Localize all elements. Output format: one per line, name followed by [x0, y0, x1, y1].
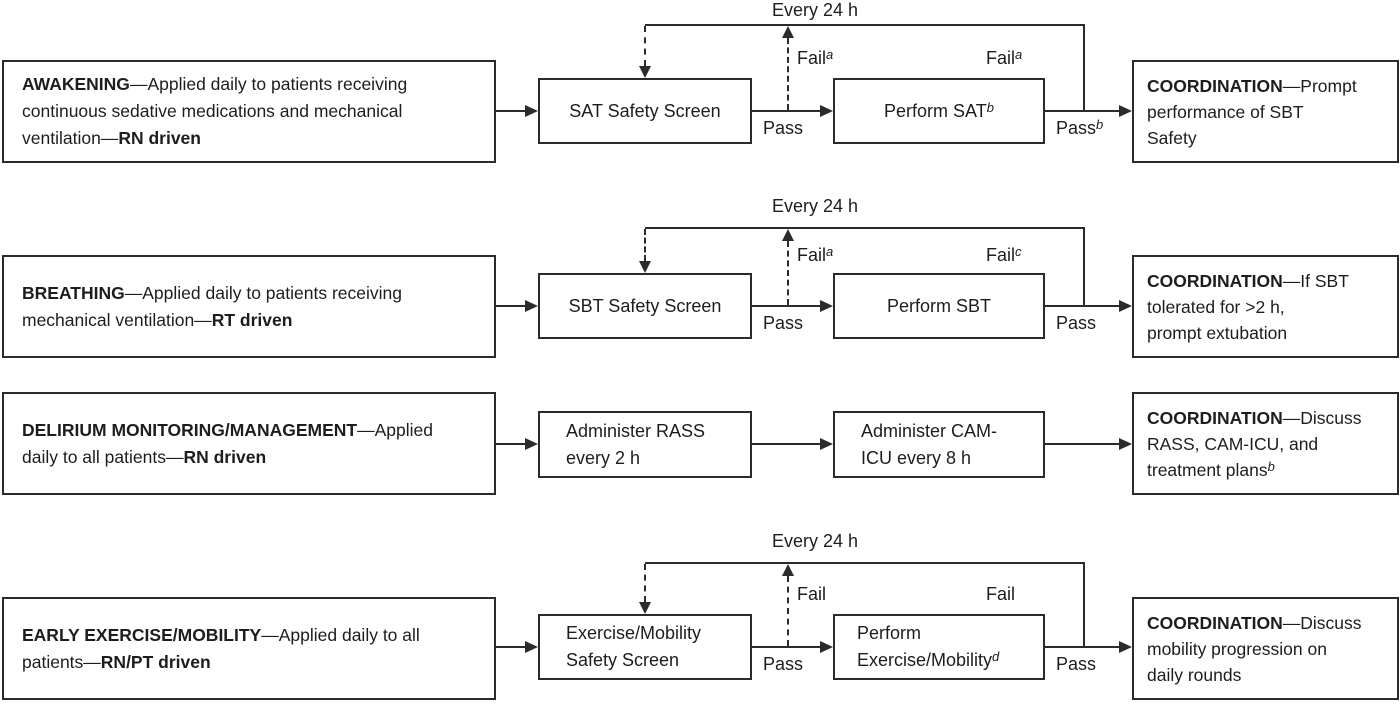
flow-line: [495, 443, 526, 445]
fail-up-dashed-line: [787, 241, 789, 305]
step1-box-sbt-safety-screen: SBT Safety Screen: [538, 273, 752, 339]
pass-label: Pass: [1056, 313, 1097, 333]
coordination-title: COORDINATION: [1147, 270, 1283, 291]
coordination-box: COORDINATION—If SBT tolerated for >2 h, …: [1132, 255, 1399, 358]
category-box-awakening: AWAKENING—Applied daily to patients rece…: [2, 60, 496, 163]
arrowhead-up-icon: [782, 26, 794, 38]
pass-label: Pass: [763, 118, 804, 138]
pass-label: Pass: [763, 313, 804, 333]
category-title: DELIRIUM MONITORING/MANAGEMENT: [22, 419, 358, 440]
fail-label: Faila: [986, 47, 1023, 68]
flow-line: [495, 110, 526, 112]
arrowhead-right-icon: [1119, 300, 1132, 312]
step1-box-sat-safety-screen: SAT Safety Screen: [538, 78, 752, 144]
fail-return-line: [1083, 24, 1085, 112]
pass-line: [1045, 305, 1121, 307]
category-text-line: continuous sedative medications and mech…: [22, 101, 403, 121]
arrowhead-right-icon: [820, 105, 833, 117]
fail-label: Faila: [797, 244, 834, 265]
coordination-box: COORDINATION—Discuss RASS, CAM-ICU, and …: [1132, 392, 1399, 495]
loop-bracket-line: [645, 24, 1085, 26]
arrowhead-right-icon: [820, 300, 833, 312]
fail-label: Fail: [986, 584, 1016, 604]
loop-interval-label: Every 24 h: [771, 196, 859, 216]
pass-line: [752, 110, 822, 112]
loop-bracket-line: [645, 227, 1085, 229]
loop-bracket-line: [645, 562, 1085, 564]
fail-up-dashed-line: [787, 576, 789, 646]
flow-line: [495, 305, 526, 307]
pass-line: [752, 305, 822, 307]
fail-return-line: [1083, 227, 1085, 307]
arrowhead-right-icon: [1119, 105, 1132, 117]
loop-reentry-dashed-line: [644, 564, 646, 602]
arrowhead-up-icon: [782, 564, 794, 576]
category-box-delirium: DELIRIUM MONITORING/MANAGEMENT—Applied d…: [2, 392, 496, 495]
arrowhead-right-icon: [525, 105, 538, 117]
arrowhead-up-icon: [782, 229, 794, 241]
arrowhead-right-icon: [525, 438, 538, 450]
pass-line: [752, 646, 822, 648]
pass-label: Passb: [1056, 117, 1104, 138]
category-text-line: daily to all patients—RN driven: [22, 446, 267, 467]
arrowhead-down-icon: [639, 261, 651, 273]
category-box-early-exercise: EARLY EXERCISE/MOBILITY—Applied daily to…: [2, 597, 496, 700]
category-title: EARLY EXERCISE/MOBILITY: [22, 624, 262, 645]
flow-line: [495, 646, 526, 648]
category-title: AWAKENING: [22, 74, 130, 94]
arrowhead-right-icon: [525, 641, 538, 653]
category-title: BREATHING: [22, 282, 125, 303]
step2-box-perform-sat: Perform SATb: [833, 78, 1045, 144]
step2-box-administer-cam-icu: Administer CAM- ICU every 8 h: [833, 411, 1045, 478]
category-text-line: BREATHING—Applied daily to patients rece…: [22, 282, 402, 303]
coordination-title: COORDINATION: [1147, 612, 1283, 633]
category-text-line: AWAKENING—Applied daily to patients rece…: [22, 74, 408, 94]
pass-line: [1045, 646, 1121, 648]
coordination-title: COORDINATION: [1147, 75, 1283, 96]
fail-return-line: [1083, 562, 1085, 648]
arrowhead-right-icon: [820, 438, 833, 450]
flow-line: [752, 443, 822, 445]
fail-up-dashed-line: [787, 38, 789, 110]
loop-reentry-dashed-line: [644, 26, 646, 66]
arrowhead-down-icon: [639, 66, 651, 78]
step2-box-perform-sbt: Perform SBT: [833, 273, 1045, 339]
arrowhead-right-icon: [1119, 438, 1132, 450]
category-text-line: EARLY EXERCISE/MOBILITY—Applied daily to…: [22, 624, 420, 645]
category-text-line: DELIRIUM MONITORING/MANAGEMENT—Applied: [22, 419, 433, 440]
fail-label: Failc: [986, 244, 1022, 265]
coordination-title: COORDINATION: [1147, 407, 1283, 428]
pass-label: Pass: [1056, 654, 1097, 674]
step1-box-exercise-mobility-safety-screen: Exercise/Mobility Safety Screen: [538, 614, 752, 680]
fail-label: Fail: [797, 584, 827, 604]
loop-interval-label: Every 24 h: [771, 0, 859, 20]
category-box-breathing: BREATHING—Applied daily to patients rece…: [2, 255, 496, 358]
step2-box-perform-exercise-mobility: Perform Exercise/Mobilityd: [833, 614, 1045, 680]
arrowhead-right-icon: [1119, 641, 1132, 653]
category-text-line: patients—RN/PT driven: [22, 651, 211, 672]
arrowhead-right-icon: [525, 300, 538, 312]
coordination-box: COORDINATION—Discuss mobility progressio…: [1132, 597, 1399, 700]
fail-label: Faila: [797, 47, 834, 68]
category-text-line: mechanical ventilation—RT driven: [22, 309, 293, 330]
loop-reentry-dashed-line: [644, 229, 646, 261]
flow-line: [1045, 443, 1121, 445]
pass-line: [1045, 110, 1121, 112]
arrowhead-down-icon: [639, 602, 651, 614]
coordination-box: COORDINATION—Prompt performance of SBT S…: [1132, 60, 1399, 163]
category-text-line: ventilation—RN driven: [22, 128, 201, 148]
arrowhead-right-icon: [820, 641, 833, 653]
pass-label: Pass: [763, 654, 804, 674]
step1-box-administer-rass: Administer RASS every 2 h: [538, 411, 752, 478]
loop-interval-label: Every 24 h: [771, 531, 859, 551]
